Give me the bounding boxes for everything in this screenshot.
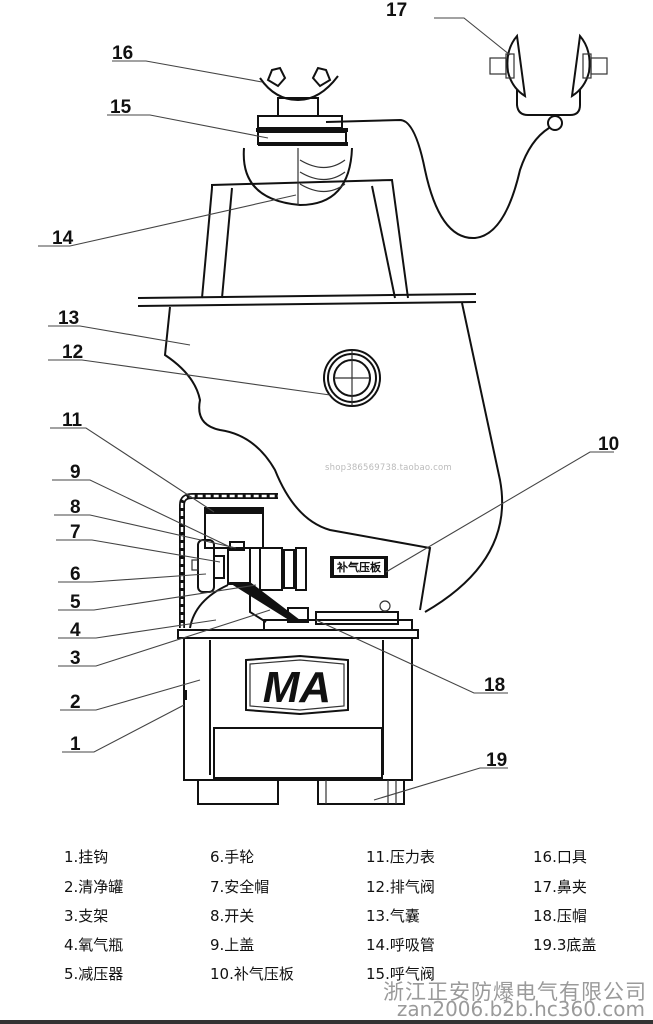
ma-logo: MA [263,663,331,712]
legend-item: 5.减压器 [64,965,124,983]
breathing-tube [201,147,409,299]
legend-item: 3.支架 [64,907,109,925]
legend-item: 18.压帽 [533,907,587,925]
callout-19: 19 [486,750,507,771]
callout-14: 14 [52,228,74,249]
legend-item: 7.安全帽 [210,878,270,896]
legend-item: 17.鼻夹 [533,878,587,896]
respirator-diagram: 补气压板 MA [38,0,619,805]
callout-13: 13 [58,308,79,329]
scrubber-canister: MA [177,629,419,781]
callout-16: 16 [112,43,133,64]
nose-clip [325,33,608,240]
legend-item: 11.压力表 [366,848,435,866]
legend-item: 1.挂钩 [64,848,109,866]
callout-15: 15 [110,97,132,118]
callout-10: 10 [598,434,619,455]
mouthpiece [259,66,339,117]
callout-2: 2 [70,692,81,713]
callout-1: 1 [70,734,81,755]
shop-watermark: shop386569738.taobao.com [325,463,452,473]
callout-4: 4 [70,620,81,641]
sign-label: 补气压板 [336,560,382,574]
bottom-bar [0,1020,653,1024]
leader-lines [38,17,614,801]
legend-item: 15.呼气阀 [366,965,435,983]
legend-item: 8.开关 [210,907,255,925]
company-watermark: 浙江正安防爆电气有限公司 [383,980,647,1004]
callout-17: 17 [386,0,407,21]
callout-11: 11 [62,410,83,431]
exhalation-valve [256,115,348,146]
legend-item: 9.上盖 [210,936,255,954]
callout-12: 12 [62,342,83,363]
upper-cover [179,493,278,628]
legend-item: 14.呼吸管 [366,936,435,954]
callout-18: 18 [484,675,505,696]
refill-plate-sign: 补气压板 [330,556,388,578]
legend-item: 6.手轮 [210,848,255,866]
legend-item: 10.补气压板 [210,965,294,983]
legend-item: 4.氧气瓶 [64,936,124,954]
callout-3: 3 [70,648,81,669]
air-bag [163,302,504,613]
url-watermark: zan2006.b2b.hc360.com [396,997,645,1021]
callout-9: 9 [70,462,81,483]
legend-item: 2.清净罐 [64,878,124,896]
callout-5: 5 [70,592,81,613]
callout-7: 7 [70,522,81,543]
exhaust-valve [323,349,381,407]
legend-item: 12.排气阀 [366,878,435,896]
reducer [191,539,307,622]
callout-6: 6 [70,564,81,585]
legend-item: 13.气囊 [366,907,420,925]
callout-8: 8 [70,497,81,518]
legend-item: 16.口具 [533,848,587,866]
legend-item: 19.3底盖 [533,936,597,954]
